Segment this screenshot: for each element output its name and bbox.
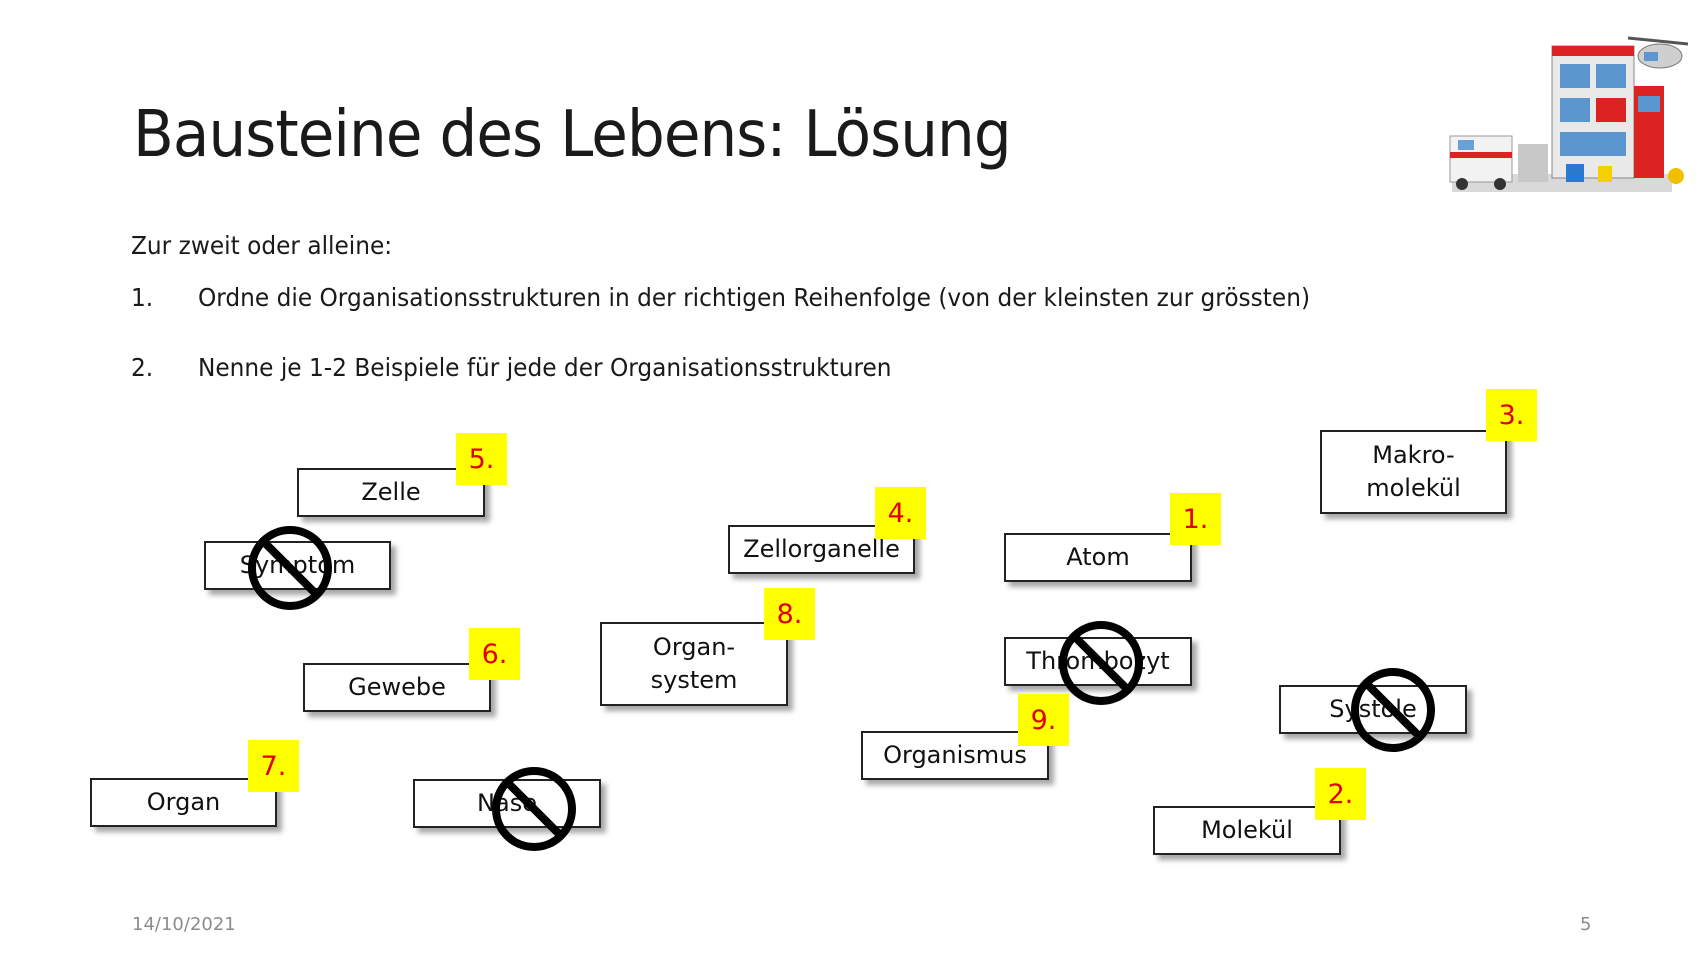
- card-label: Molekül: [1201, 816, 1293, 844]
- slide-title: Bausteine des Lebens: Lösung: [133, 98, 1012, 172]
- card-label: Zelle: [361, 478, 421, 506]
- badge-molekuel: 2.: [1315, 768, 1366, 820]
- card-label-line2: system: [650, 666, 738, 694]
- card-label-line1: Organ-: [652, 633, 736, 661]
- card-label: Gewebe: [348, 673, 446, 701]
- badge-organ-system: 8.: [764, 588, 815, 640]
- no-entry-icon: [248, 526, 332, 610]
- card-molekuel[interactable]: Molekül: [1153, 806, 1341, 855]
- no-entry-icon: [492, 767, 576, 851]
- lego-hospital-icon: [1449, 36, 1688, 192]
- badge-organismus: 9.: [1018, 694, 1069, 746]
- card-atom[interactable]: Atom: [1004, 533, 1192, 582]
- task-number: 2.: [131, 353, 154, 382]
- card-label: Atom: [1066, 543, 1130, 571]
- badge-atom: 1.: [1170, 493, 1221, 545]
- no-entry-icon: [1059, 621, 1143, 705]
- card-organismus[interactable]: Organismus: [861, 731, 1049, 780]
- no-entry-icon: [1351, 668, 1435, 752]
- card-gewebe[interactable]: Gewebe: [303, 663, 491, 712]
- card-label-line1: Makro-: [1372, 441, 1455, 469]
- card-symptom[interactable]: Symptom: [204, 541, 391, 590]
- card-zelle[interactable]: Zelle: [297, 468, 485, 517]
- footer-date: 14/10/2021: [132, 914, 236, 935]
- task-item-1: 1. Ordne die Organisationsstrukturen in d…: [131, 283, 1310, 312]
- page-number: 5: [1580, 914, 1592, 935]
- badge-zellorganelle: 4.: [875, 487, 926, 539]
- badge-organ: 7.: [248, 740, 299, 792]
- card-makromolekuel[interactable]: Makro- molekül: [1320, 430, 1507, 514]
- badge-gewebe: 6.: [469, 628, 520, 680]
- task-text: Nenne je 1-2 Beispiele für jede der Orga…: [197, 353, 892, 382]
- task-number: 1.: [131, 283, 154, 312]
- badge-makromolekuel: 3.: [1486, 389, 1537, 441]
- card-label-line2: molekül: [1366, 474, 1461, 502]
- card-organ[interactable]: Organ: [90, 778, 277, 827]
- card-label: Organ: [146, 788, 221, 816]
- badge-zelle: 5.: [456, 433, 507, 485]
- card-label: Zellorganelle: [743, 535, 900, 563]
- task-text: Ordne die Organisationsstrukturen in der…: [197, 283, 1311, 312]
- card-label: Organismus: [883, 741, 1027, 769]
- task-item-2: 2. Nenne je 1-2 Beispiele für jede der Or…: [131, 353, 892, 382]
- intro-text: Zur zweit oder alleine:: [131, 231, 393, 260]
- card-organ-system[interactable]: Organ- system: [600, 622, 788, 706]
